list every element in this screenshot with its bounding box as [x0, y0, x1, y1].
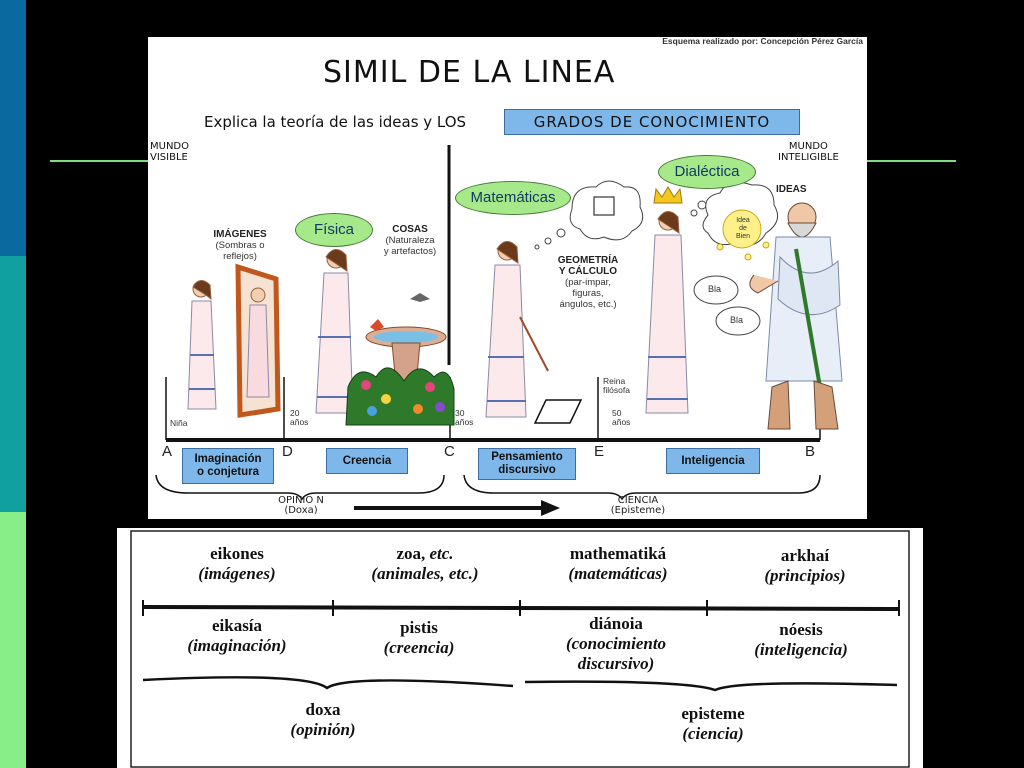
imagenes-label: IMÁGENES (Sombras o reflejos) [213, 229, 267, 262]
matematicas-bubble: Matemáticas [455, 181, 571, 215]
episteme-brace [524, 680, 898, 692]
accent-line-left [50, 160, 150, 162]
thought-bubble-square [534, 180, 644, 250]
speech-bubble-1 [693, 275, 739, 305]
inteligencia-box: Inteligencia [666, 448, 760, 474]
geometria-label: GEOMETRÍA Y CÁLCULO (par-impar, figuras,… [557, 255, 619, 310]
arrow-head [541, 500, 560, 516]
figure-queen-philosopher [645, 186, 689, 414]
term-pistis: pistis (creencia) [383, 618, 455, 657]
term-dianoia: diánoia (conocimiento discursivo) [565, 614, 667, 673]
term-noesis: nóesis (inteligencia) [754, 620, 848, 659]
letter-c: C [444, 443, 455, 460]
figure-girl [187, 280, 217, 410]
ciencia-label: CIENCIA(Episteme) [610, 495, 666, 516]
letter-b: B [805, 443, 816, 460]
subtitle: Explica la teoría de las ideas y LOS [204, 113, 467, 131]
cosas-label: COSAS (Naturaleza y artefactos) [383, 224, 437, 257]
fountain-with-flowers [345, 293, 455, 426]
accent-line-right [866, 160, 956, 162]
bla-text-2: Bla [730, 315, 744, 325]
term-eikones: eikones (imágenes) [198, 544, 276, 583]
speech-bubble-2 [715, 306, 761, 336]
term-arkhai: arkhaí (principios) [764, 546, 846, 585]
age-nina: Niña [170, 418, 188, 428]
grados-label: GRADOS DE CONOCIMIENTO [504, 109, 800, 135]
diagram-graphics [155, 145, 843, 516]
letter-a: A [162, 443, 173, 460]
ciencia-brace [463, 474, 821, 501]
bla-text-1: Bla [708, 284, 722, 294]
bottom-graphics [130, 530, 910, 768]
greek-terms-diagram: eikones (imágenes) zoa, etc. (animales, … [117, 528, 923, 768]
letter-d: D [282, 443, 293, 460]
page-title: SIMIL DE LA LINEA [323, 55, 616, 90]
side-bar-middle [0, 256, 26, 512]
figure-young-woman [315, 249, 354, 414]
term-episteme: episteme (ciencia) [681, 704, 745, 743]
dialectica-bubble: Dialéctica [658, 155, 756, 189]
term-eikasia: eikasía (imaginación) [187, 616, 287, 655]
side-bar-bottom [0, 512, 26, 768]
mirror [235, 263, 281, 418]
parallelogram-shape [533, 399, 583, 424]
term-zoa: zoa, etc. (animales, etc.) [371, 544, 479, 583]
doxa-brace [142, 676, 514, 690]
ideas-label: IDEAS [776, 184, 807, 195]
line-simile-diagram: Esquema realizado por: Concepción Pérez … [148, 37, 867, 519]
figure-plato [749, 202, 843, 430]
author-credit: Esquema realizado por: Concepción Pérez … [662, 37, 863, 46]
letter-e: E [594, 443, 605, 460]
term-doxa: doxa (opinión) [290, 700, 356, 739]
opinion-brace [155, 474, 445, 501]
side-bar-top [0, 0, 26, 256]
term-mathematika: mathematiká (matemáticas) [568, 544, 668, 583]
creencia-box: Creencia [326, 448, 408, 474]
thought-bubble-idea [690, 181, 779, 261]
bottom-frame [130, 530, 910, 768]
opinion-label: OPINIO N(Doxa) [278, 495, 324, 516]
fisica-bubble: Física [295, 213, 373, 247]
figure-woman-with-stick [485, 241, 549, 418]
